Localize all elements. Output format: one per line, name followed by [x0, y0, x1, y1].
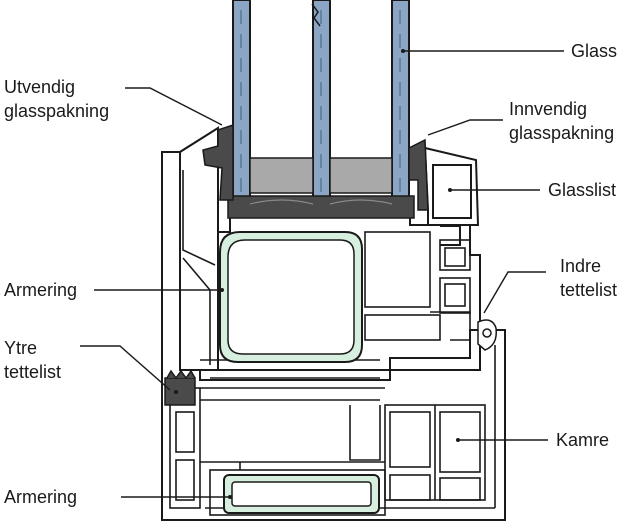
outer-weather-seal — [164, 369, 196, 406]
label-inner-glazing-gasket-line1: Innvendig — [509, 99, 587, 119]
glazing-bead — [423, 146, 480, 246]
spacer-outer — [249, 157, 314, 194]
reinforcement-lower — [223, 474, 380, 514]
label-glass: Glass — [571, 41, 617, 61]
inner-glazing-gasket — [408, 138, 429, 211]
label-chambers: Kamre — [556, 430, 609, 450]
label-outer-glazing-gasket: Utvendig glasspakning — [4, 77, 109, 121]
label-outer-seal-line2: tettelist — [4, 362, 61, 382]
leader-lines — [80, 50, 564, 498]
label-outer-seal: Ytre tettelist — [4, 338, 61, 382]
outer-glazing-gasket — [202, 123, 234, 201]
spacer-inner — [329, 157, 393, 194]
glass-pane-outer — [232, 0, 251, 209]
label-inner-seal: Indre tettelist — [560, 256, 617, 300]
label-inner-glazing-gasket: Innvendig glasspakning — [509, 99, 614, 143]
label-reinforcement-lower: Armering — [4, 487, 77, 507]
reinforcement-upper — [219, 231, 363, 363]
glass-pane-inner — [391, 0, 410, 209]
label-outer-seal-line1: Ytre — [4, 338, 37, 358]
label-reinforcement-upper: Armering — [4, 280, 77, 300]
label-outer-glazing-gasket-line2: glasspakning — [4, 101, 109, 121]
label-glazing-bead: Glasslist — [548, 180, 616, 200]
glass-unit-seal — [227, 195, 415, 219]
inner-weather-seal — [477, 319, 498, 351]
glass-unit — [227, 0, 415, 219]
label-outer-glazing-gasket-line1: Utvendig — [4, 77, 75, 97]
glass-pane-middle — [312, 0, 331, 209]
label-inner-seal-line2: tettelist — [560, 280, 617, 300]
label-inner-glazing-gasket-line2: glasspakning — [509, 123, 614, 143]
leader-dots — [174, 49, 460, 499]
label-inner-seal-line1: Indre — [560, 256, 601, 276]
